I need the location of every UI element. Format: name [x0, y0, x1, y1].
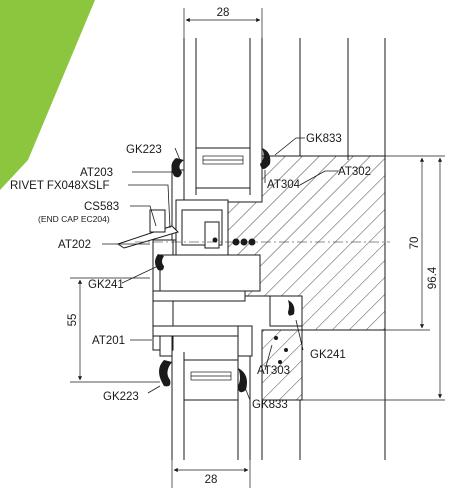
label-rivet: RIVET FX048XSLF — [10, 180, 110, 192]
dim-right-inner: 70 — [409, 237, 421, 250]
label-gk223-top: GK223 — [126, 144, 162, 156]
label-gk833-top: GK833 — [306, 133, 342, 145]
dimension-left: 55 — [67, 277, 160, 383]
dim-left-height: 55 — [67, 314, 79, 327]
dim-top-width: 28 — [217, 7, 230, 19]
label-at304: AT304 — [267, 179, 301, 191]
label-at302: AT302 — [338, 166, 371, 178]
upper-glass-unit — [183, 38, 263, 195]
label-gk241-right: GK241 — [310, 349, 346, 361]
label-at203: AT203 — [80, 167, 113, 179]
dimension-right: 70 96.4 — [300, 155, 445, 401]
label-at201: AT201 — [92, 335, 125, 347]
dimension-bottom: 28 — [171, 455, 251, 488]
label-end-cap: (END CAP EC204) — [38, 214, 110, 224]
leaders — [102, 137, 338, 401]
label-gk833-bottom: GK833 — [252, 399, 288, 411]
label-gk223-bottom: GK223 — [103, 391, 139, 403]
label-at202: AT202 — [58, 239, 91, 251]
corner-accent-shape — [0, 0, 95, 190]
dim-bottom-width: 28 — [205, 474, 218, 486]
label-cs583: CS583 — [84, 201, 119, 213]
label-gk241-left: GK241 — [88, 279, 124, 291]
aluminium-frame — [116, 169, 303, 357]
label-at303: AT303 — [257, 365, 290, 377]
dim-right-outer: 96.4 — [427, 266, 439, 289]
lower-glass-unit — [171, 352, 251, 460]
dimension-top: 28 — [183, 7, 263, 40]
